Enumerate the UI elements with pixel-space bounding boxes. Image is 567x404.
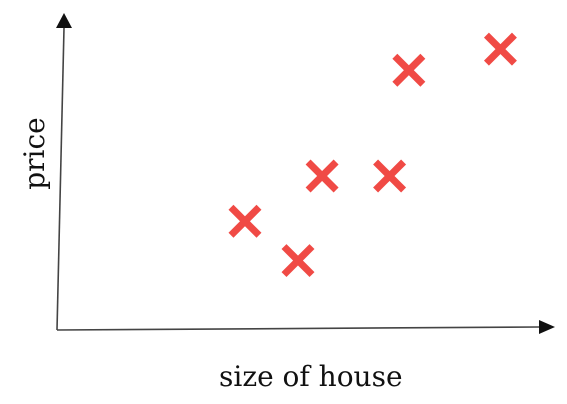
scatter-points	[228, 32, 517, 278]
data-point-2	[281, 244, 315, 278]
data-point-stroke	[305, 159, 339, 193]
y-axis-line	[56, 27, 65, 331]
x-axis-arrow	[539, 320, 555, 334]
data-point-stroke	[281, 244, 315, 278]
data-point-stroke	[228, 204, 262, 238]
data-point-3	[305, 159, 339, 193]
data-point-stroke	[373, 159, 407, 193]
data-point-6	[483, 32, 517, 66]
data-point-1	[228, 204, 262, 238]
data-point-4	[373, 159, 407, 193]
data-point-5	[392, 53, 426, 87]
y-axis-label: price	[17, 117, 51, 190]
y-axis-arrow	[56, 13, 72, 28]
x-axis-line	[56, 326, 540, 331]
data-point-stroke	[392, 53, 426, 87]
data-point-stroke	[483, 32, 517, 66]
x-axis-label: size of house	[219, 360, 403, 393]
